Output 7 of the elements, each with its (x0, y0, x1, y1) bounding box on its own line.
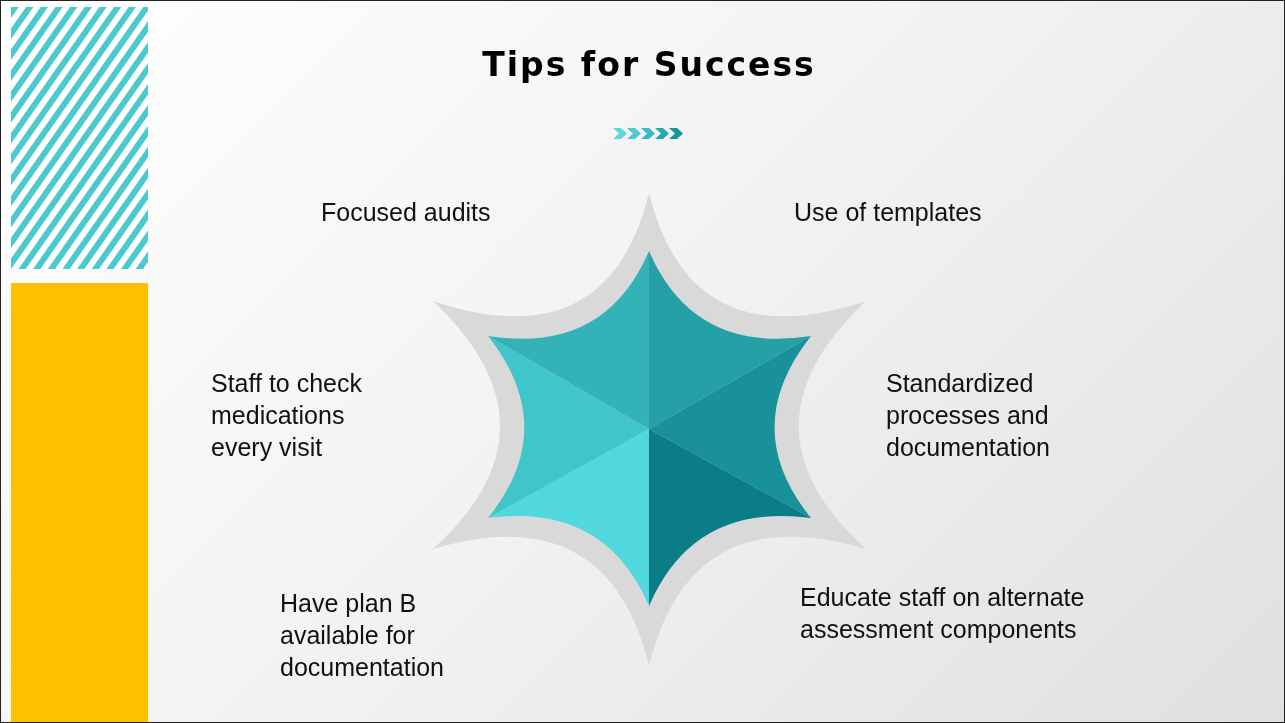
tip-text: Standardized processes and documentation (886, 368, 1051, 463)
tip-text: Focused audits (321, 197, 492, 228)
tip-text: Use of templates (794, 197, 983, 228)
tip-text: Have plan B available for documentation (280, 588, 445, 683)
tip-text: Staff to check medications every visit (211, 368, 363, 463)
tip-text: Educate staff on alternate assessment components (800, 582, 1086, 645)
slide-title: Tips for Success (481, 45, 817, 84)
